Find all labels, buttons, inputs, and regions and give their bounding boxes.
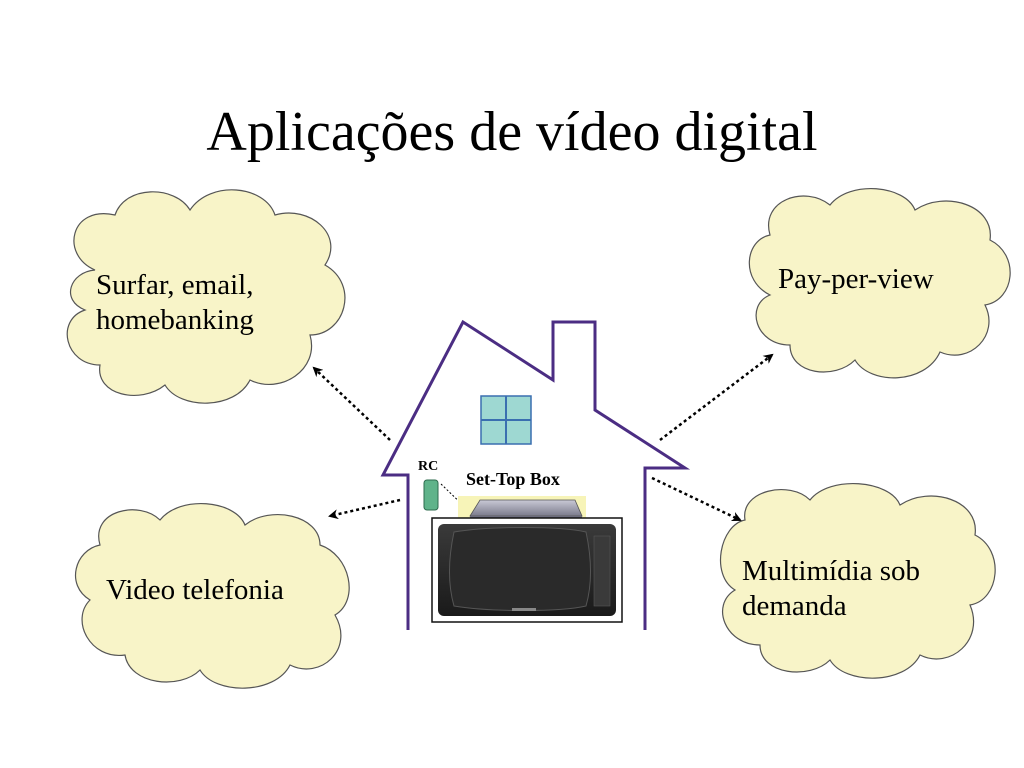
cloud-internet-line-1: Surfar, email, bbox=[96, 269, 254, 301]
cloud-multimedia-line-1: Multimídia sob bbox=[742, 555, 921, 587]
cloud-internet-label: Surfar, email, homebanking bbox=[96, 268, 254, 338]
cloud-videophone-label: Video telefonia bbox=[106, 573, 284, 608]
window-icon bbox=[480, 395, 532, 445]
cloud-internet bbox=[66, 189, 346, 404]
cloud-multimedia-label: Multimídia sob demanda bbox=[742, 554, 920, 624]
arrow-to-videophone bbox=[328, 498, 401, 520]
arrow-to-internet bbox=[312, 366, 391, 441]
arrow-to-payperview bbox=[659, 353, 774, 441]
house-outline bbox=[380, 319, 691, 630]
cloud-multimedia bbox=[720, 482, 996, 679]
cloud-videophone-line-1: Video telefonia bbox=[106, 574, 284, 606]
cloud-payperview-line-1: Pay-per-view bbox=[778, 263, 934, 295]
cloud-payperview bbox=[748, 187, 1011, 379]
arrow-to-multimedia bbox=[651, 476, 742, 522]
cloud-payperview-label: Pay-per-view bbox=[778, 262, 934, 297]
slide-title: Aplicações de vídeo digital bbox=[206, 101, 818, 163]
cloud-multimedia-line-2: demanda bbox=[742, 590, 847, 622]
arrows bbox=[312, 353, 774, 522]
television-icon bbox=[431, 517, 623, 623]
rc-label: RC bbox=[418, 459, 439, 474]
cloud-internet-line-2: homebanking bbox=[96, 304, 254, 336]
cloud-videophone bbox=[74, 502, 350, 689]
set-top-box-label: Set-Top Box bbox=[466, 469, 560, 489]
